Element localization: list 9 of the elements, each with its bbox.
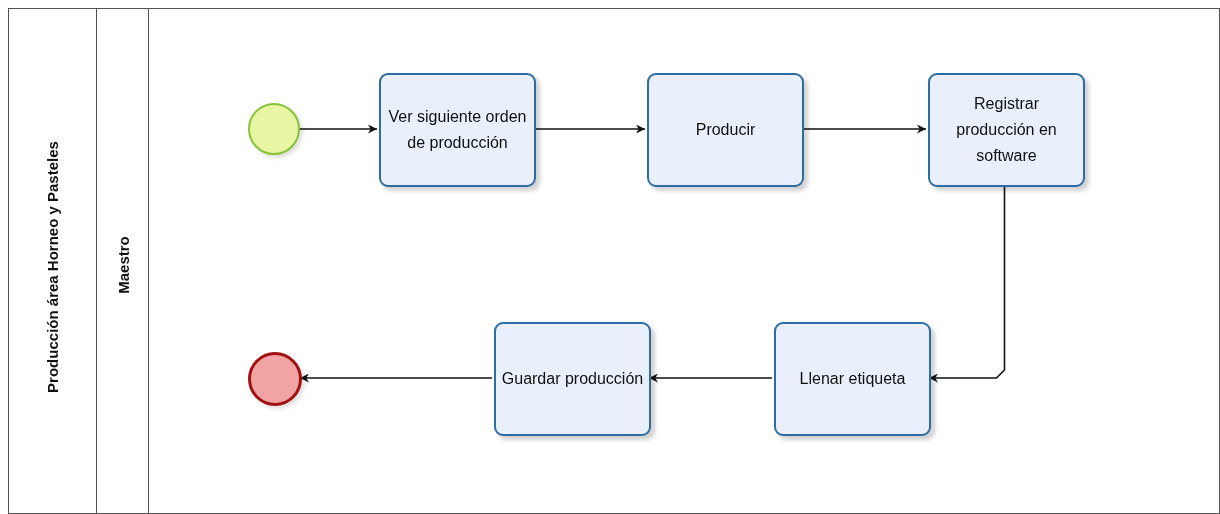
task-box: Producir	[647, 73, 804, 187]
lane-label: Maestro	[114, 236, 132, 294]
task-box: Registrar producción en software	[928, 73, 1085, 187]
end-event-circle	[248, 352, 302, 406]
task-box: Ver siguiente orden de producción	[379, 73, 536, 187]
task-box: Guardar producción	[494, 322, 651, 436]
task-box: Llenar etiqueta	[774, 322, 931, 436]
start-event-circle	[248, 103, 300, 155]
pool-label: Producción área Horneo y Pasteles	[43, 141, 61, 393]
